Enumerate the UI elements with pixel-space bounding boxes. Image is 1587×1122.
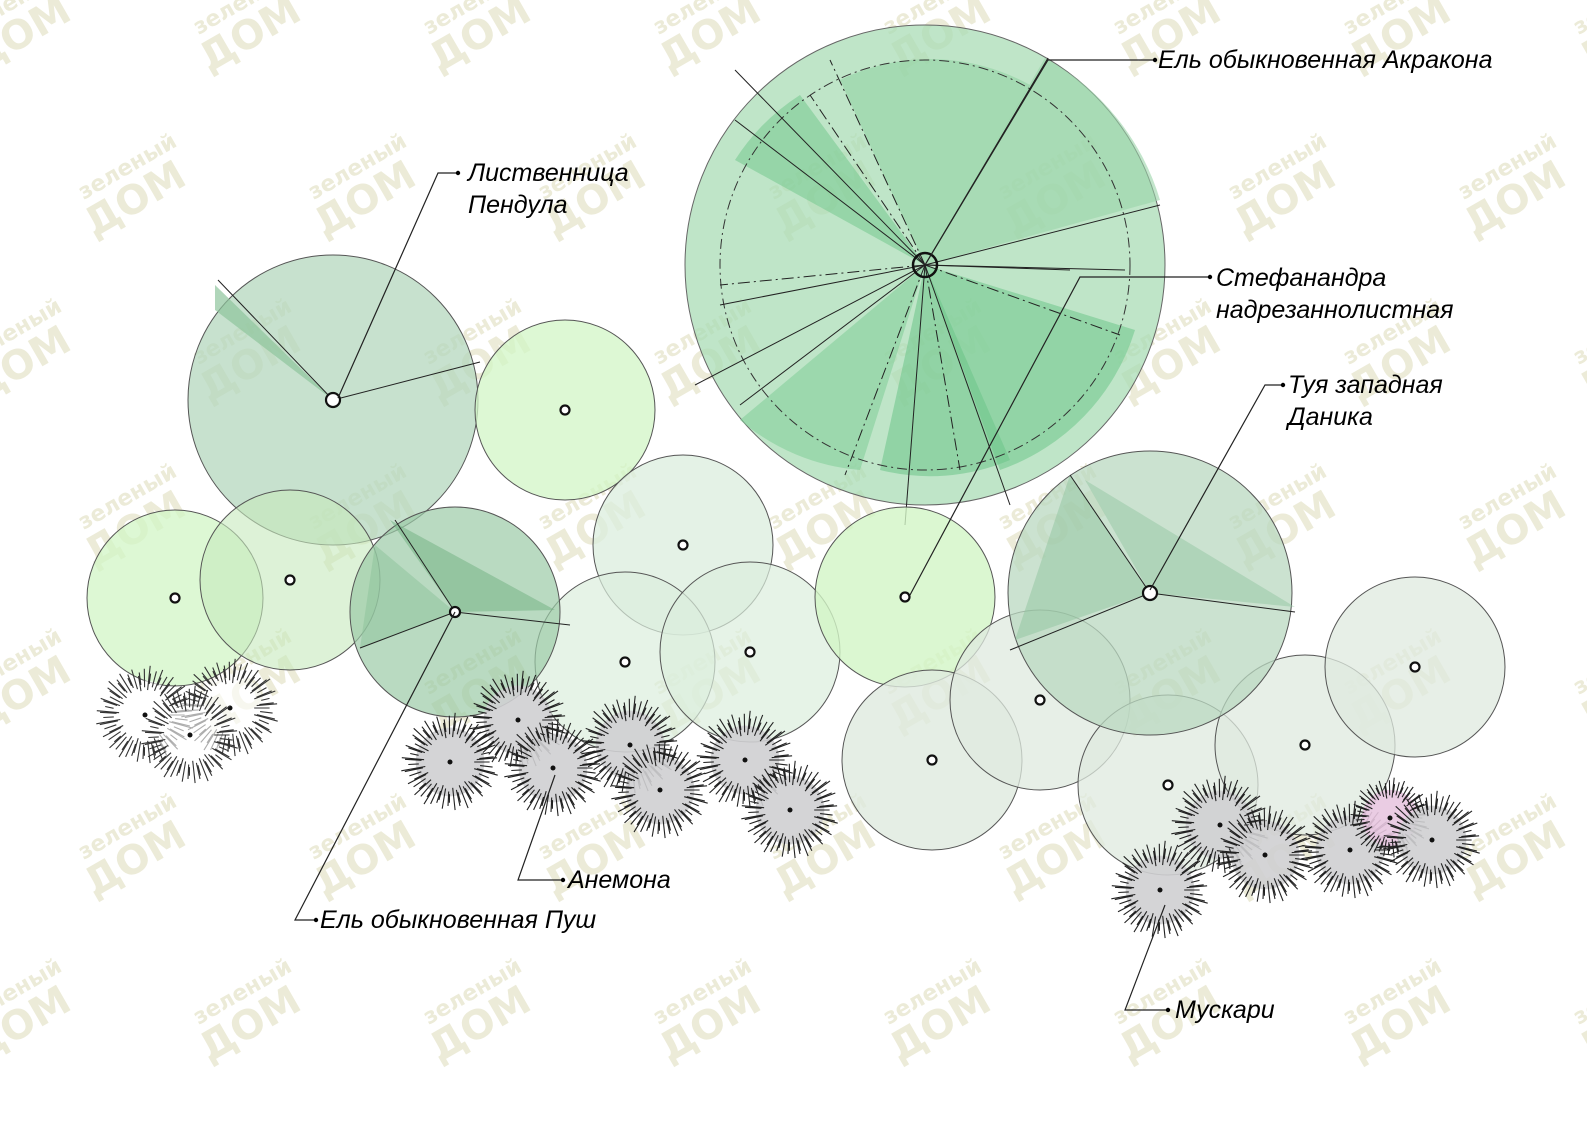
- leader-akrakona: [924, 59, 1155, 266]
- leader-thuja: [1149, 384, 1283, 591]
- spruce-akrakona-trunk: [911, 251, 939, 279]
- shrub-center: [1409, 661, 1421, 673]
- thuja-sector: [1015, 475, 1150, 640]
- shrub-center: [677, 539, 689, 551]
- bulb-burst-icon[interactable]: [1383, 790, 1480, 889]
- bulb-burst-icon[interactable]: [141, 685, 238, 784]
- watermark-word: зеленый: [1569, 624, 1587, 700]
- stephanandra-center: [899, 591, 911, 603]
- thuja-danica-canopy[interactable]: [1007, 450, 1296, 736]
- leader-stephanandra: [909, 276, 1210, 596]
- leader-push: [294, 611, 456, 921]
- shrub-center: [926, 754, 938, 766]
- spruce-sector-2: [925, 265, 1135, 470]
- shrub-center: [284, 574, 296, 586]
- shrub-center: [619, 656, 631, 668]
- bulb-burst-icon[interactable]: [1111, 840, 1208, 939]
- label-stephanandra-line2: надрезаннолистная: [1216, 296, 1453, 324]
- label-larch-line1: Лиственница: [466, 159, 629, 187]
- bulb-burst-icon[interactable]: [1216, 805, 1313, 904]
- label-akrakona: Ель обыкновенная Акракона: [1158, 46, 1493, 74]
- label-stephanandra-line1: Стефанандра: [1216, 264, 1386, 292]
- spruce-push-sector: [360, 545, 455, 648]
- bulb-burst-icon[interactable]: [611, 740, 708, 839]
- shrub-center: [1162, 779, 1174, 791]
- shrub-center: [744, 646, 756, 658]
- spruce-akrakona-inner-ring: [719, 59, 1131, 471]
- larch-trunk: [324, 391, 342, 409]
- shrub-group: [86, 319, 1506, 876]
- spruce-sector-5: [840, 59, 1030, 266]
- leader-larch: [337, 172, 458, 399]
- bulb-burst-icon[interactable]: [401, 712, 498, 811]
- larch-pendula-canopy[interactable]: [187, 254, 481, 546]
- larch-sector: [215, 285, 333, 400]
- label-thuja-line1: Туя западная: [1288, 371, 1443, 399]
- shrub-center: [1299, 739, 1311, 751]
- thuja-sector: [1085, 480, 1295, 607]
- bulb-layer: [96, 658, 1480, 939]
- label-anemone: Анемона: [566, 866, 671, 894]
- label-muscari: Мускари: [1175, 996, 1275, 1024]
- watermark-word: ДОМ: [0, 0, 79, 82]
- label-thuja-line2: Даника: [1285, 403, 1373, 431]
- watermark-word: зеленый: [1569, 294, 1587, 370]
- shrub-center: [559, 404, 571, 416]
- label-larch-line2: Пендула: [468, 191, 568, 219]
- shrub-center: [1034, 694, 1046, 706]
- leader-lines: [294, 57, 1286, 1013]
- spruce-akrakona-canopy[interactable]: [684, 24, 1166, 526]
- bulb-burst-icon[interactable]: [504, 718, 601, 817]
- shrub-center: [169, 592, 181, 604]
- thuja-trunk: [1141, 584, 1159, 602]
- plant-labels: Ель обыкновенная Акракона Лиственница Пе…: [320, 46, 1493, 1024]
- spruce-sector-1: [925, 58, 1160, 265]
- spruce-sector-4: [735, 95, 925, 265]
- spruce-push-sector: [390, 520, 555, 612]
- bulb-burst-icon[interactable]: [741, 760, 838, 859]
- spruce-sector-3: [740, 265, 925, 470]
- label-push: Ель обыкновенная Пуш: [320, 906, 596, 934]
- watermark-word: зеленый: [1569, 954, 1587, 1030]
- leader-muscari: [1124, 904, 1168, 1011]
- leader-anemone: [517, 774, 563, 881]
